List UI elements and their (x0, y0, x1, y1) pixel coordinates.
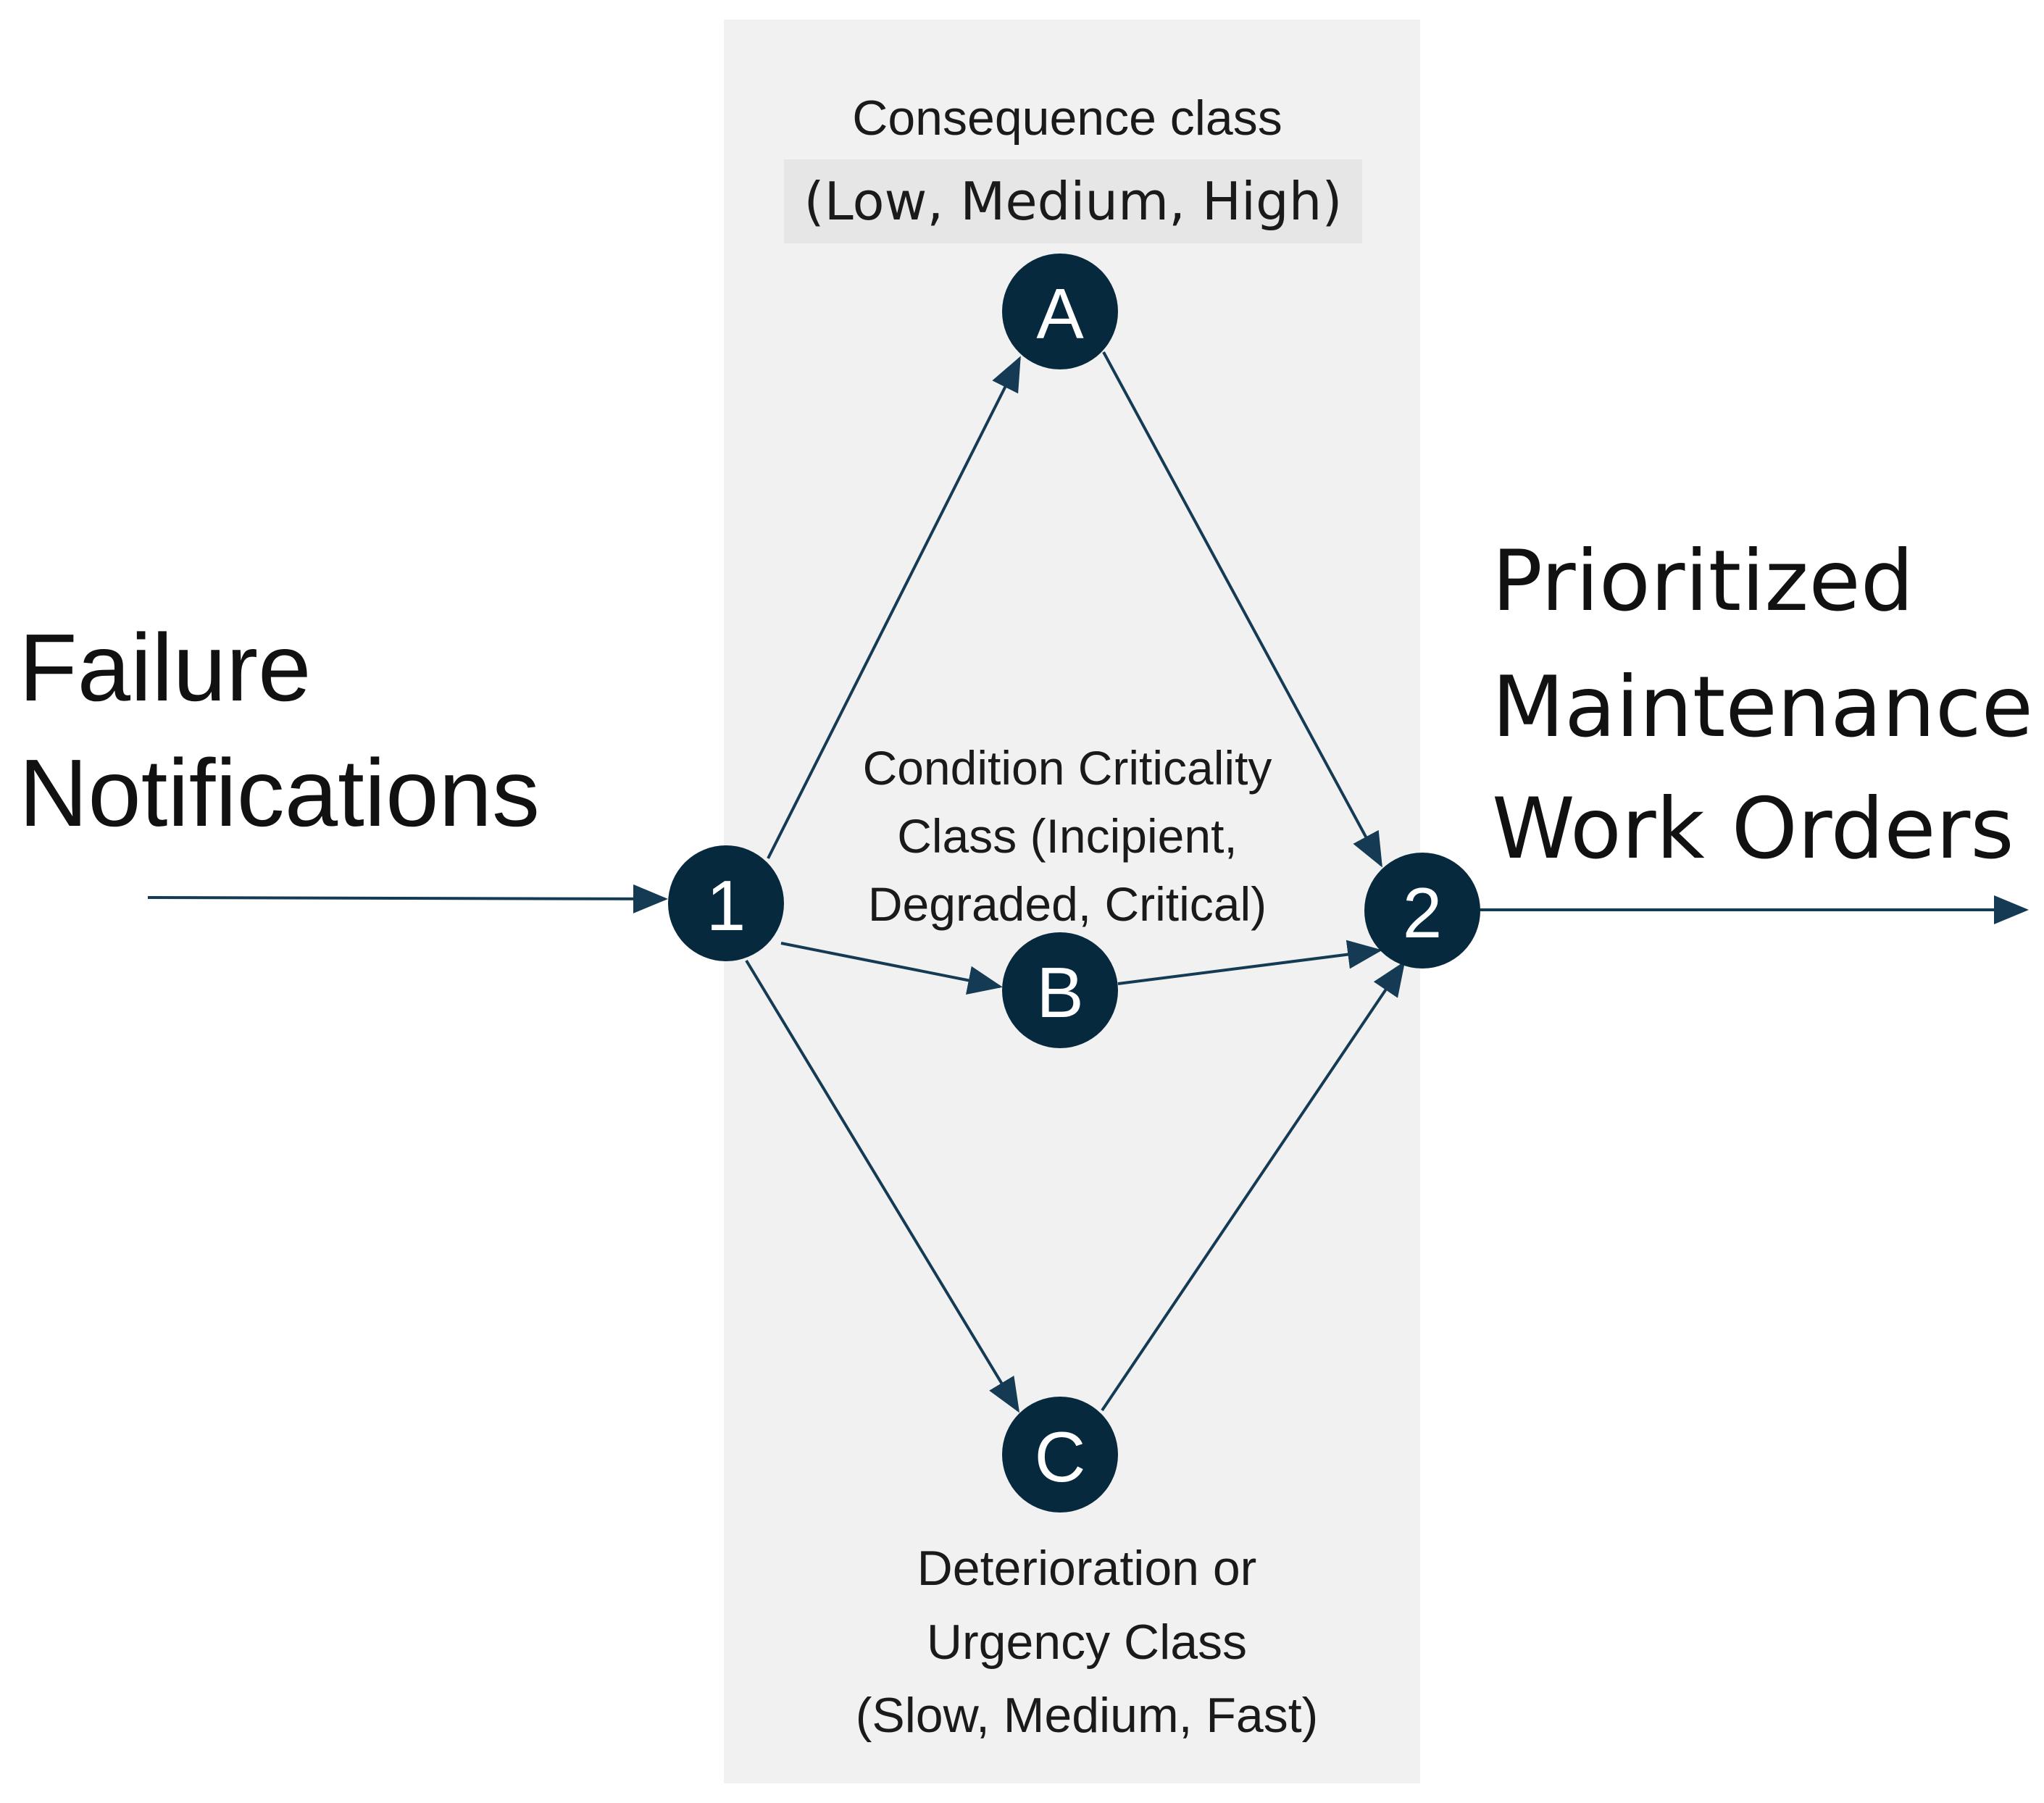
deterioration-line-2: Urgency Class (927, 1615, 1247, 1670)
edge-a-to-2 (1102, 351, 1382, 868)
node-a: A (1002, 254, 1118, 369)
condition-line-2: Class (Incipient, (897, 809, 1238, 863)
consequence-values: (Low, Medium, High) (804, 171, 1343, 232)
edge-1-to-b (780, 942, 1003, 995)
node-1-label: 1 (706, 866, 746, 945)
deterioration-line-1: Deterioration or (917, 1541, 1257, 1596)
input-label-line-2: Notifications (19, 740, 540, 846)
consequence-highlight (784, 159, 1362, 243)
condition-line-1: Condition Criticality (863, 741, 1272, 795)
edge-1-to-a (767, 356, 1021, 859)
output-label-line-2: Maintenance (1492, 658, 2033, 756)
deterioration-line-3: (Slow, Medium, Fast) (856, 1688, 1319, 1743)
node-c-label: C (1035, 1417, 1086, 1497)
input-label-line-1: Failure (19, 614, 311, 721)
node-b: B (1002, 932, 1118, 1048)
output-label-line-1: Prioritized (1492, 532, 1914, 630)
node-2-label: 2 (1403, 873, 1443, 953)
edge-b-to-2 (1117, 940, 1382, 985)
input-arrow (147, 884, 668, 913)
edge-1-to-c (745, 959, 1020, 1413)
condition-line-3: Degraded, Critical) (868, 877, 1267, 931)
node-1: 1 (668, 845, 784, 961)
output-label-line-3: Work Orders (1492, 780, 2014, 878)
edge-c-to-2 (1101, 961, 1406, 1412)
node-a-label: A (1036, 274, 1084, 354)
node-2: 2 (1364, 853, 1480, 969)
node-c: C (1002, 1397, 1118, 1513)
node-b-label: B (1036, 953, 1083, 1032)
consequence-title: Consequence class (852, 91, 1282, 146)
